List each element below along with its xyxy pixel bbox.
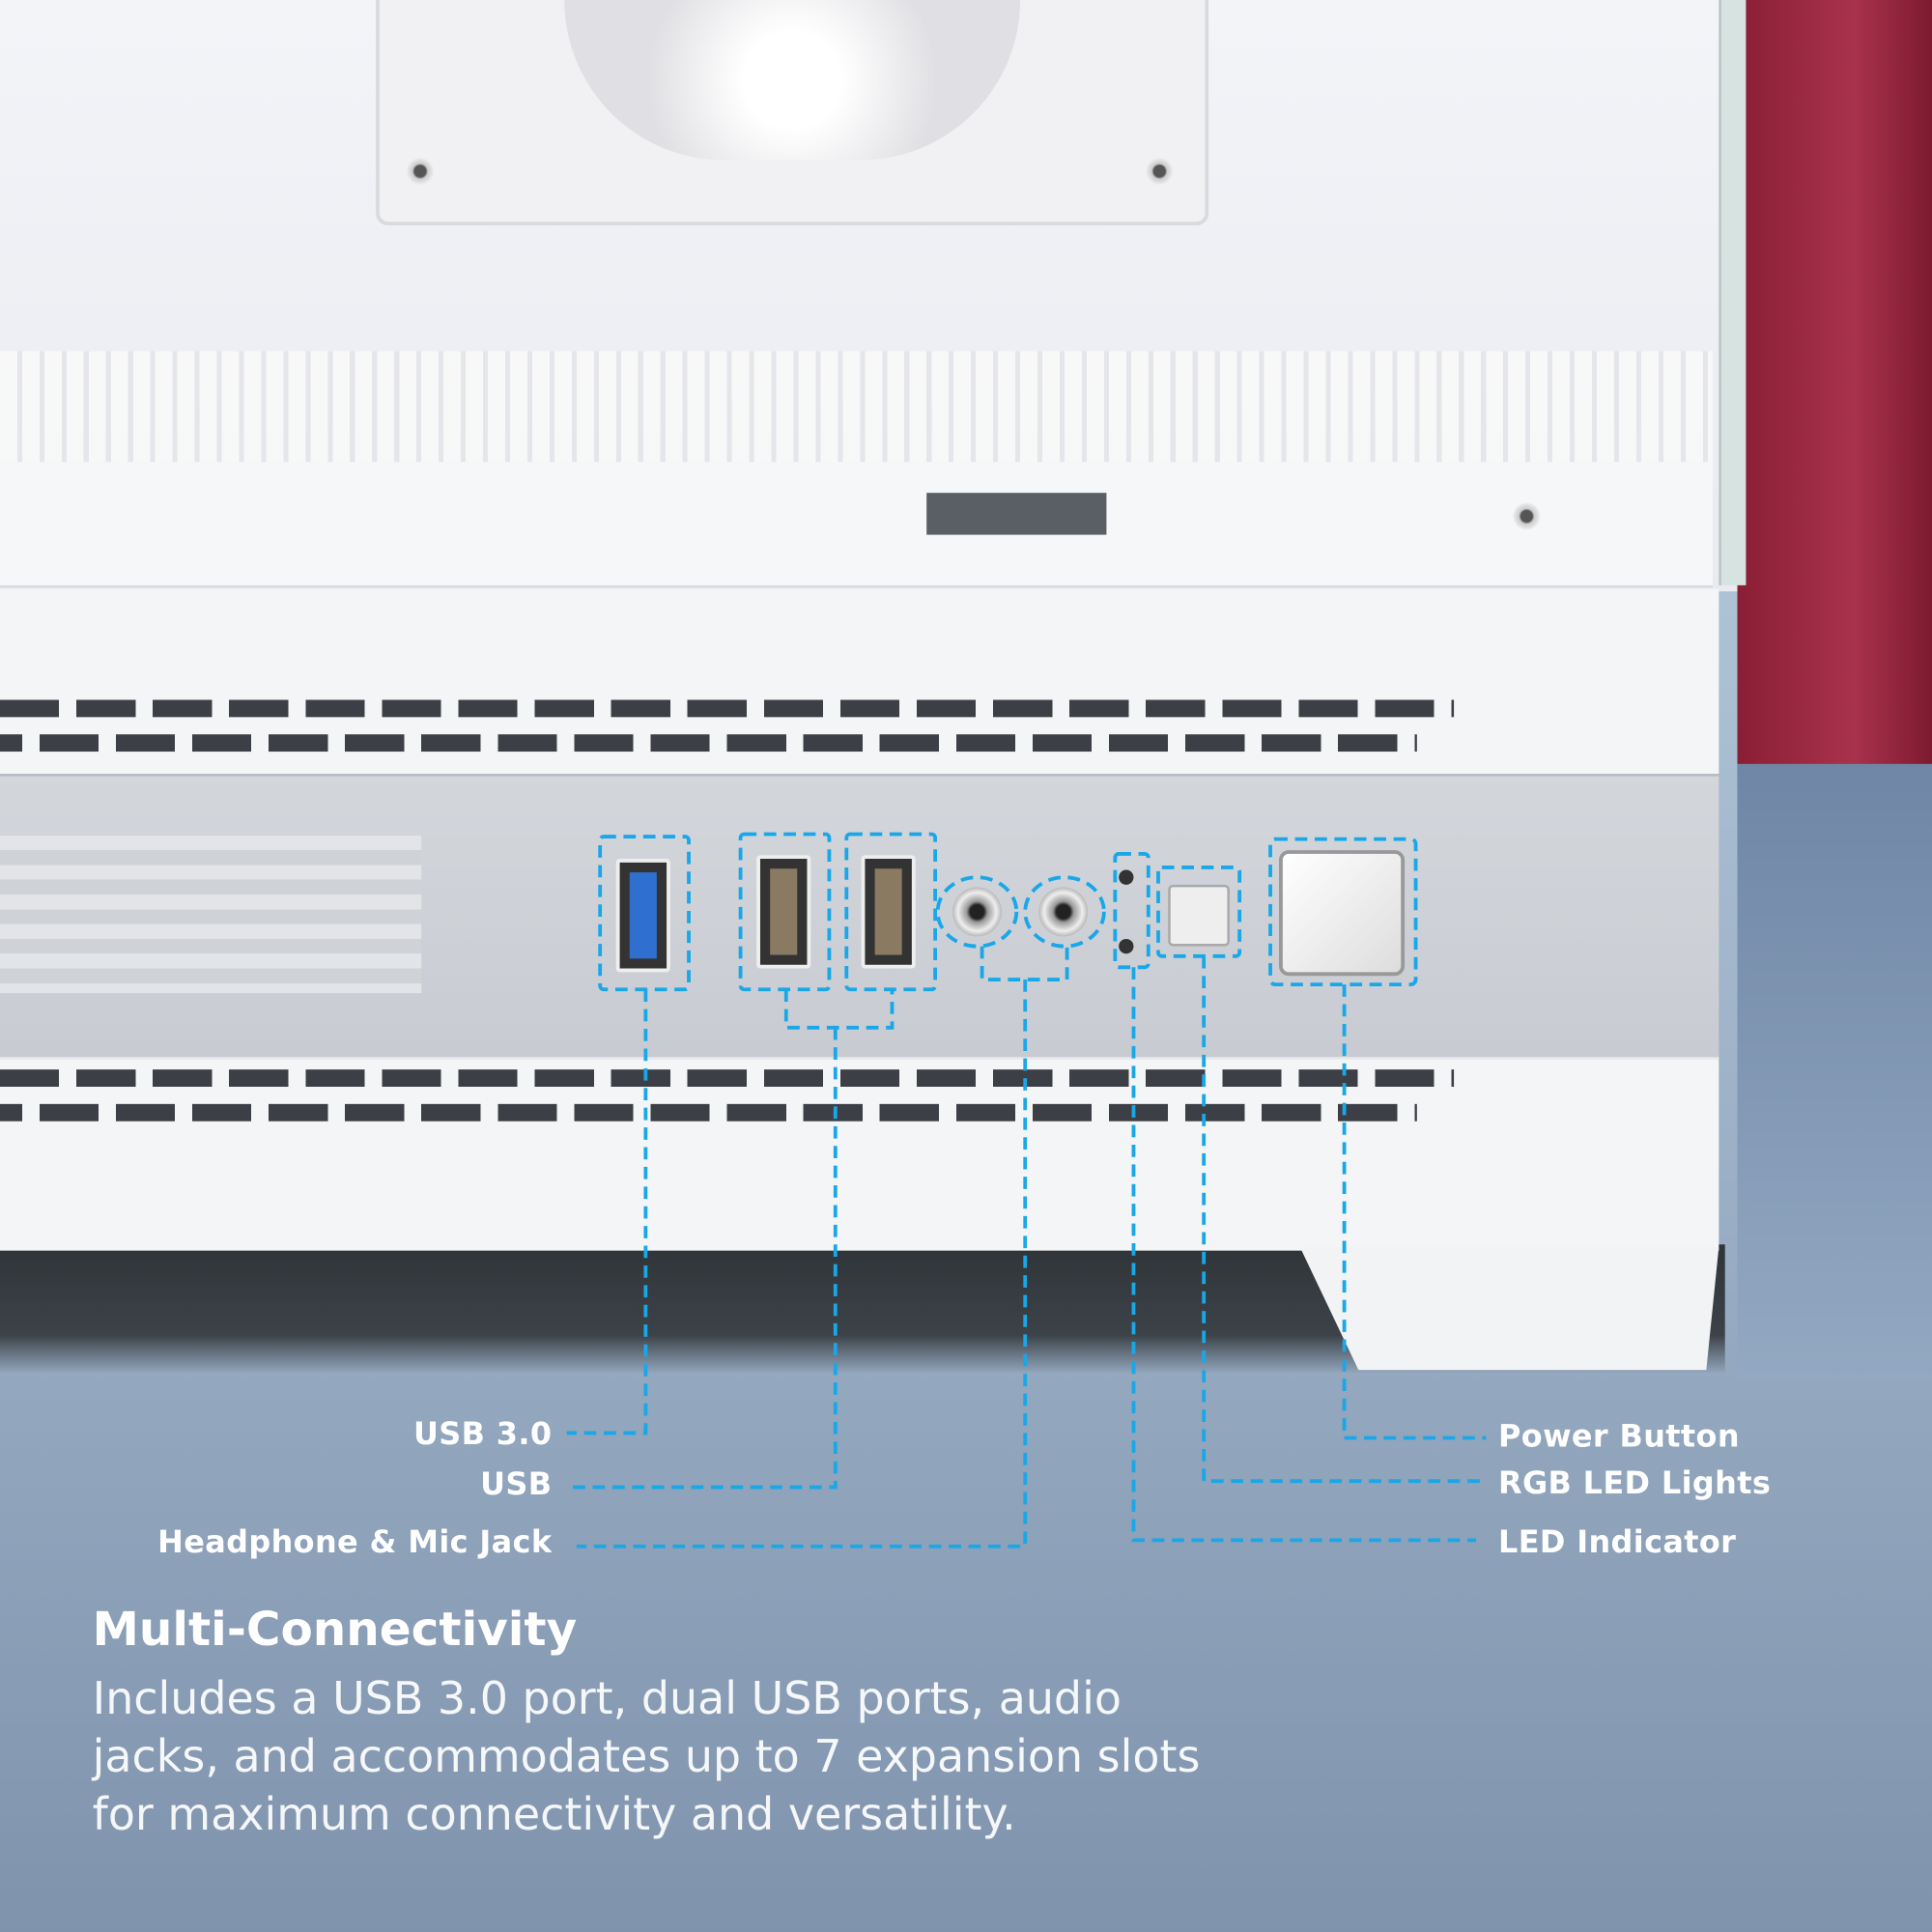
background-wall xyxy=(1737,0,1932,789)
led-indicator xyxy=(1119,869,1134,885)
vent-row xyxy=(0,699,1455,718)
fan-blades xyxy=(564,0,1021,160)
rgb-button xyxy=(1168,884,1230,947)
glass-panel xyxy=(1719,0,1747,585)
vent-row xyxy=(0,734,1417,753)
feature-description: Includes a USB 3.0 port, dual USB ports,… xyxy=(92,1674,1201,1841)
led-line xyxy=(1131,967,1477,1543)
usb-highlight-2 xyxy=(844,832,938,992)
label-power-button: Power Button xyxy=(1498,1418,1740,1455)
label-usb: USB xyxy=(480,1465,553,1502)
vent-row xyxy=(0,1069,1455,1087)
feature-heading: Multi-Connectivity xyxy=(92,1602,578,1657)
power-button xyxy=(1278,850,1406,977)
background-floor xyxy=(1737,763,1932,1380)
cable-cutout xyxy=(926,493,1107,535)
usb3-port xyxy=(615,859,670,973)
psu-shroud xyxy=(0,462,1713,588)
led-indicator xyxy=(1119,938,1134,954)
rgb-highlight xyxy=(1156,866,1242,958)
rgb-line xyxy=(1202,955,1482,1484)
fan xyxy=(376,0,1209,226)
usb-line xyxy=(569,1027,838,1490)
headphone-jack xyxy=(952,887,1002,937)
case-foot xyxy=(1299,1246,1719,1371)
psu-shroud-perforation xyxy=(0,351,1713,463)
led-highlight xyxy=(1113,852,1151,970)
screw-icon xyxy=(1513,502,1541,530)
label-led-indicator: LED Indicator xyxy=(1498,1523,1737,1560)
panel-texture xyxy=(0,835,422,994)
jack-highlight-2 xyxy=(1023,875,1106,949)
label-usb3: USB 3.0 xyxy=(412,1415,553,1452)
audio-bridge xyxy=(980,946,1069,981)
usb-port-1 xyxy=(756,855,811,969)
usb-bridge xyxy=(783,989,895,1030)
usb3-highlight xyxy=(598,835,691,992)
label-rgb-led: RGB LED Lights xyxy=(1498,1464,1772,1501)
audio-line xyxy=(576,980,1028,1548)
usb-highlight-1 xyxy=(738,832,832,992)
power-line xyxy=(1342,984,1487,1440)
label-audio-jack: Headphone & Mic Jack xyxy=(157,1523,553,1560)
usb3-line xyxy=(566,989,648,1435)
power-highlight xyxy=(1268,837,1418,987)
screw-icon xyxy=(1146,157,1174,185)
vent-row xyxy=(0,1103,1417,1122)
screw-icon xyxy=(406,157,434,185)
mic-jack xyxy=(1038,887,1089,937)
jack-highlight-1 xyxy=(935,875,1019,949)
usb-port-2 xyxy=(861,855,916,969)
